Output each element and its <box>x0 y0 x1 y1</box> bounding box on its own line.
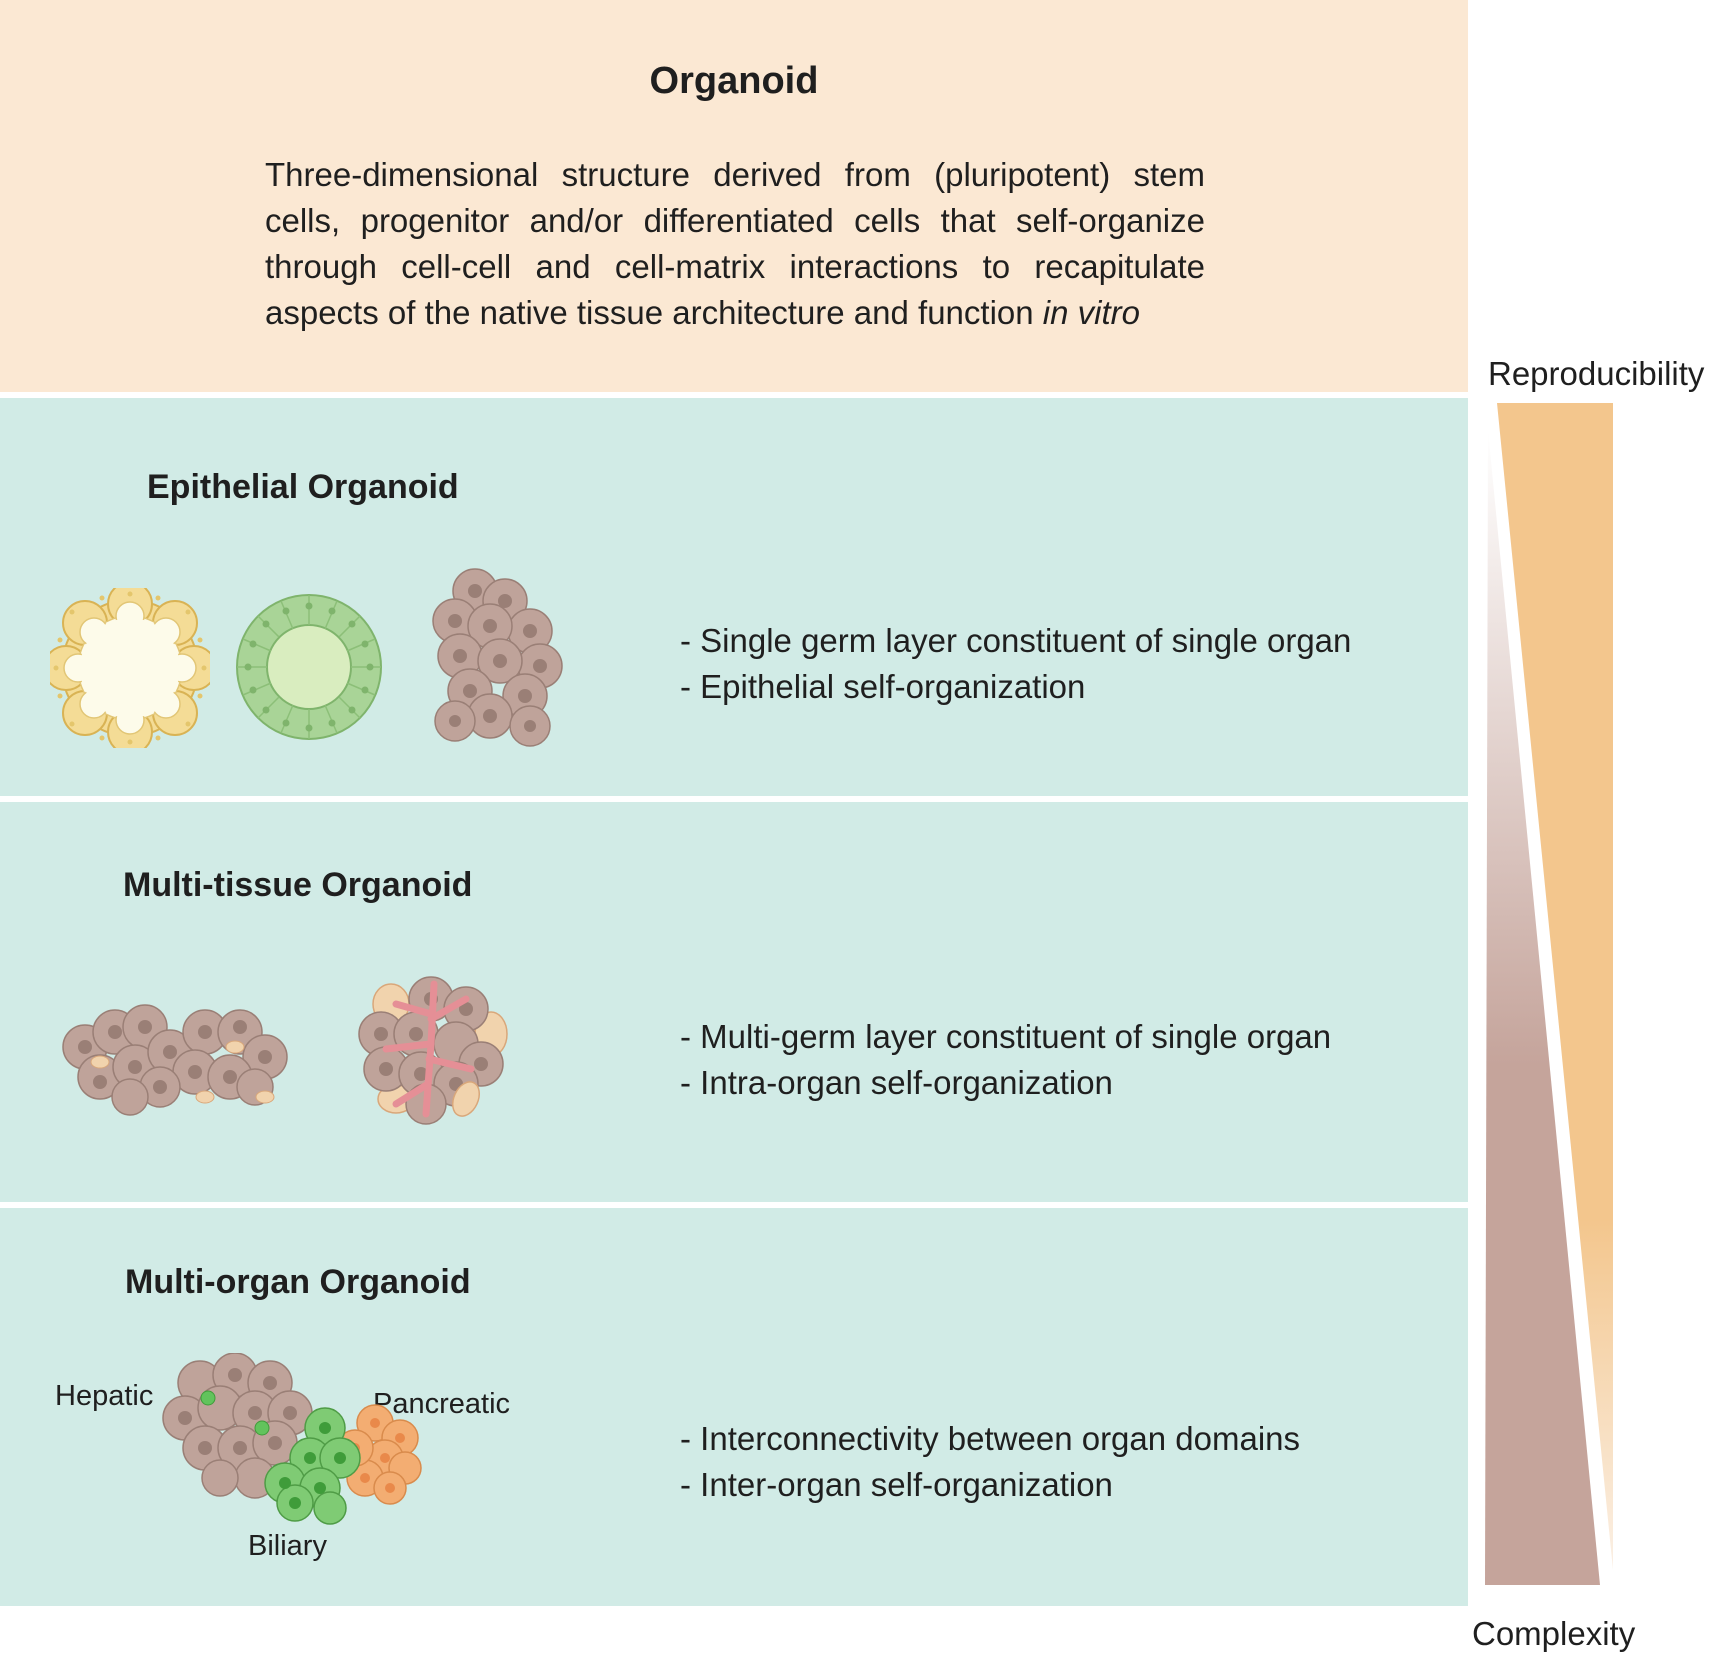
bullet-item: Intra-organ self-organization <box>680 1060 1331 1106</box>
spheroid-cluster-illustration <box>432 568 563 747</box>
multi-organ-bullets: Interconnectivity between organ domains … <box>680 1416 1300 1508</box>
hepatic-label: Hepatic <box>55 1380 154 1412</box>
multi-tissue-bullets: Multi-germ layer constituent of single o… <box>680 1014 1331 1106</box>
epithelial-bullets: Single germ layer constituent of single … <box>680 618 1351 710</box>
complexity-label: Complexity <box>1472 1615 1636 1652</box>
bullet-item: Epithelial self-organization <box>680 664 1351 710</box>
epithelial-ring-illustration <box>236 594 382 740</box>
gradient-wedges <box>1485 403 1613 1585</box>
pancreatic-label: Pancreatic <box>373 1388 511 1420</box>
multi-organ-organoid-panel: Multi-organ Organoid Hepatic Pancreatic … <box>0 1208 1468 1606</box>
reproducibility-label: Reproducibility <box>1488 355 1705 392</box>
reproducibility-wedge <box>1497 403 1613 1570</box>
bullet-item: Interconnectivity between organ domains <box>680 1416 1300 1462</box>
section-title: Multi-organ Organoid <box>125 1263 471 1301</box>
bullet-item: Multi-germ layer constituent of single o… <box>680 1014 1331 1060</box>
epithelial-organoid-panel: Epithelial Organoid <box>0 398 1468 796</box>
biliary-label: Biliary <box>248 1530 327 1562</box>
bullet-item: Single germ layer constituent of single … <box>680 618 1351 664</box>
multi-organ-cluster-illustration <box>162 1353 422 1525</box>
organoid-definition: Three-dimensional structure derived from… <box>265 152 1205 336</box>
complexity-wedge <box>1485 430 1600 1585</box>
multi-tissue-cluster-illustration <box>62 1004 288 1116</box>
definition-panel: Organoid Three-dimensional structure der… <box>0 0 1468 392</box>
vascularized-cluster-illustration <box>358 976 508 1125</box>
definition-italic: in vitro <box>1042 294 1140 331</box>
bullet-item: Inter-organ self-organization <box>680 1462 1300 1508</box>
section-title: Multi-tissue Organoid <box>123 866 473 904</box>
definition-text: Three-dimensional structure derived from… <box>265 156 1205 331</box>
cystic-organoid-illustration <box>50 588 210 748</box>
organoid-title: Organoid <box>649 60 819 102</box>
section-title: Epithelial Organoid <box>147 468 459 506</box>
multi-tissue-organoid-panel: Multi-tissue Organoid <box>0 802 1468 1202</box>
